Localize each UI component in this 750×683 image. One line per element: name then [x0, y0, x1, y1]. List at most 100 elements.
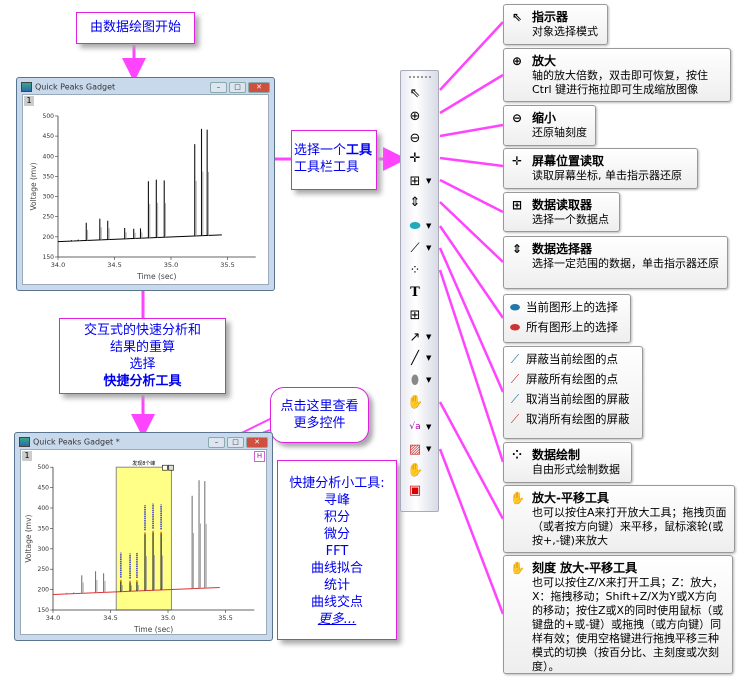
tooltip-title: 数据绘制	[532, 447, 581, 462]
x-tick-label: 35.0	[161, 614, 175, 622]
dropdown-arrow-icon[interactable]: ▼	[426, 333, 432, 341]
toolbar-grip[interactable]	[409, 76, 431, 78]
tooltip-desc: 也可以按住Z/X来打开工具；Z：放大，X：拖拽移动；Shift+Z/X为Y或X方…	[532, 576, 724, 673]
data-selector-icon: ⇕	[511, 241, 523, 256]
tool-graph-insert[interactable]: ▨▼	[407, 439, 435, 459]
gadget-item[interactable]: 曲线交点	[310, 595, 363, 610]
zoom-in-icon: ⊕	[409, 108, 421, 124]
mask-points-icon: ⟋	[510, 352, 520, 366]
gadget-item[interactable]: 积分	[323, 510, 350, 525]
menu-item[interactable]: ⬬当前图形上的选择	[508, 297, 626, 317]
tooltip-title: 指示器	[532, 9, 569, 24]
tool-draw-data[interactable]: ⁘	[407, 260, 435, 280]
menu-item[interactable]: ⟋屏蔽所有绘图的点	[508, 369, 638, 389]
peak-marker	[129, 580, 132, 583]
y-axis-label: Voltage (mv)	[29, 162, 38, 210]
tool-pointer[interactable]: ⇖	[407, 83, 435, 103]
dropdown-arrow-icon[interactable]: ▼	[426, 222, 432, 230]
roi-rectangle[interactable]	[115, 466, 172, 611]
maximize-button[interactable]: □	[229, 82, 246, 93]
dropdown-arrow-icon[interactable]: ▼	[426, 445, 432, 453]
layer-indicator[interactable]: 1	[24, 96, 34, 106]
analysis-line: 选择	[129, 357, 156, 372]
y-tick-label: 300	[43, 194, 55, 201]
x-axis-label: Time (sec)	[133, 625, 173, 634]
tool-zoom-out[interactable]: ⊖	[407, 128, 435, 148]
close-button[interactable]: ✕	[248, 82, 270, 93]
gadget-item[interactable]: 寻峰	[323, 493, 350, 508]
close-button[interactable]: ✕	[246, 437, 268, 448]
menu-item[interactable]: ⟋取消当前绘图的屏蔽	[508, 389, 638, 409]
menu-item[interactable]: ⟋ 屏蔽当前绘图的点	[508, 349, 638, 369]
tool-ellipse-tool[interactable]: ⬮▼	[407, 370, 435, 390]
minimize-button[interactable]: –	[208, 437, 225, 448]
tool-hand-pan[interactable]: ✋	[407, 392, 435, 412]
menu-item-label: 屏蔽当前绘图的点	[526, 352, 618, 366]
data-reader-icon: ⊞	[409, 173, 421, 189]
gadget-item[interactable]: 曲线拟合	[310, 561, 363, 576]
tool-line-tool[interactable]: ╱▼	[407, 348, 435, 368]
gadget-item[interactable]: 微分	[323, 527, 350, 542]
gadget-item[interactable]: FFT	[325, 544, 349, 559]
tool-arrow-tool[interactable]: ↗▼	[407, 327, 435, 347]
tooltip-9: ✋刻度 放大-平移工具也可以按住Z/X来打开工具；Z：放大，X：拖拽移动；Shi…	[503, 555, 733, 674]
dropdown-arrow-icon[interactable]: ▼	[426, 354, 432, 362]
analysis-line: 交互式的快速分析和	[83, 323, 201, 338]
menu-item[interactable]: ⟋取消所有绘图的屏蔽	[508, 409, 638, 429]
select-on-graph-icon: ⬬	[509, 300, 521, 314]
x-tick-label: 34.0	[46, 614, 60, 622]
tool-zoom-in[interactable]: ⊕	[407, 106, 435, 126]
maximize-button[interactable]: □	[227, 437, 244, 448]
y-tick-label: 450	[43, 133, 55, 140]
tooltip-desc: 自由形式绘制数据	[532, 463, 620, 476]
dropdown-arrow-icon[interactable]: ▼	[426, 177, 432, 185]
tool-data-selector[interactable]: ⇕	[407, 192, 435, 212]
dropdown-arrow-icon[interactable]: ▼	[426, 376, 432, 384]
x-tick-label: 35.5	[220, 261, 234, 269]
h-button[interactable]: H	[254, 451, 265, 462]
baseline	[52, 587, 220, 595]
gadget-item[interactable]: 统计	[323, 578, 350, 593]
gadgets-more-link[interactable]: 更多...	[317, 612, 357, 627]
tool-screen-reader[interactable]: ✛	[407, 148, 435, 168]
peak-marker	[144, 532, 146, 535]
tool-text-tool[interactable]: T	[407, 282, 435, 302]
dropdown-arrow-icon[interactable]: ▼	[426, 244, 432, 252]
more-controls-callout: 点击这里查看 更多控件	[270, 387, 369, 443]
layer-indicator[interactable]: 1	[22, 451, 32, 461]
tool-data-reader[interactable]: ⊞▼	[407, 171, 435, 191]
menu-item[interactable]: ⬬所有图形上的选择	[508, 317, 626, 337]
select-tool-box: 选择一个工具 工具栏工具	[291, 130, 377, 190]
start-label: 由数据绘图开始	[89, 20, 181, 35]
tool-exit[interactable]: ▣	[407, 480, 435, 500]
tool-select-on-graph[interactable]: ⬬▼	[407, 216, 435, 236]
dropdown-arrow-icon[interactable]: ▼	[426, 423, 432, 431]
zoom-in-icon: ⊕	[511, 53, 523, 68]
roi-menu-button[interactable]	[168, 464, 174, 471]
tool-scale-pan[interactable]: ✋	[407, 460, 435, 480]
tooltip-6: ⇕数据选择器选择一定范围的数据，单击指示器还原	[503, 236, 728, 289]
analysis-box: 交互式的快速分析和 结果的重算 选择 快捷分析工具	[59, 318, 226, 394]
y-tick-label: 150	[43, 254, 55, 261]
tool-mask-points[interactable]: ⟋▼	[407, 238, 435, 258]
tool-equation[interactable]: √a▼	[407, 417, 435, 437]
tooltip-title: 屏幕位置读取	[532, 153, 605, 168]
draw-data-icon: ⁘	[409, 262, 421, 278]
tooltip-7: ⁘数据绘制自由形式绘制数据	[503, 442, 632, 483]
line-tool-icon: ╱	[411, 350, 419, 366]
menu-item-label: 屏蔽所有绘图的点	[526, 372, 618, 386]
start-box: 由数据绘图开始	[76, 12, 195, 44]
zoom-out-icon: ⊖	[511, 110, 523, 125]
roi-close-button[interactable]	[162, 464, 168, 471]
y-tick-label: 250	[38, 566, 50, 573]
minimize-button[interactable]: –	[210, 82, 227, 93]
tool-add-table[interactable]: ⊞	[407, 305, 435, 325]
y-tick-label: 250	[43, 214, 55, 221]
screen-reader-icon: ✛	[511, 153, 523, 168]
window-title: Quick Peaks Gadget *	[33, 437, 120, 447]
tooltip-3: ⊖缩小还原轴刻度	[503, 105, 596, 146]
